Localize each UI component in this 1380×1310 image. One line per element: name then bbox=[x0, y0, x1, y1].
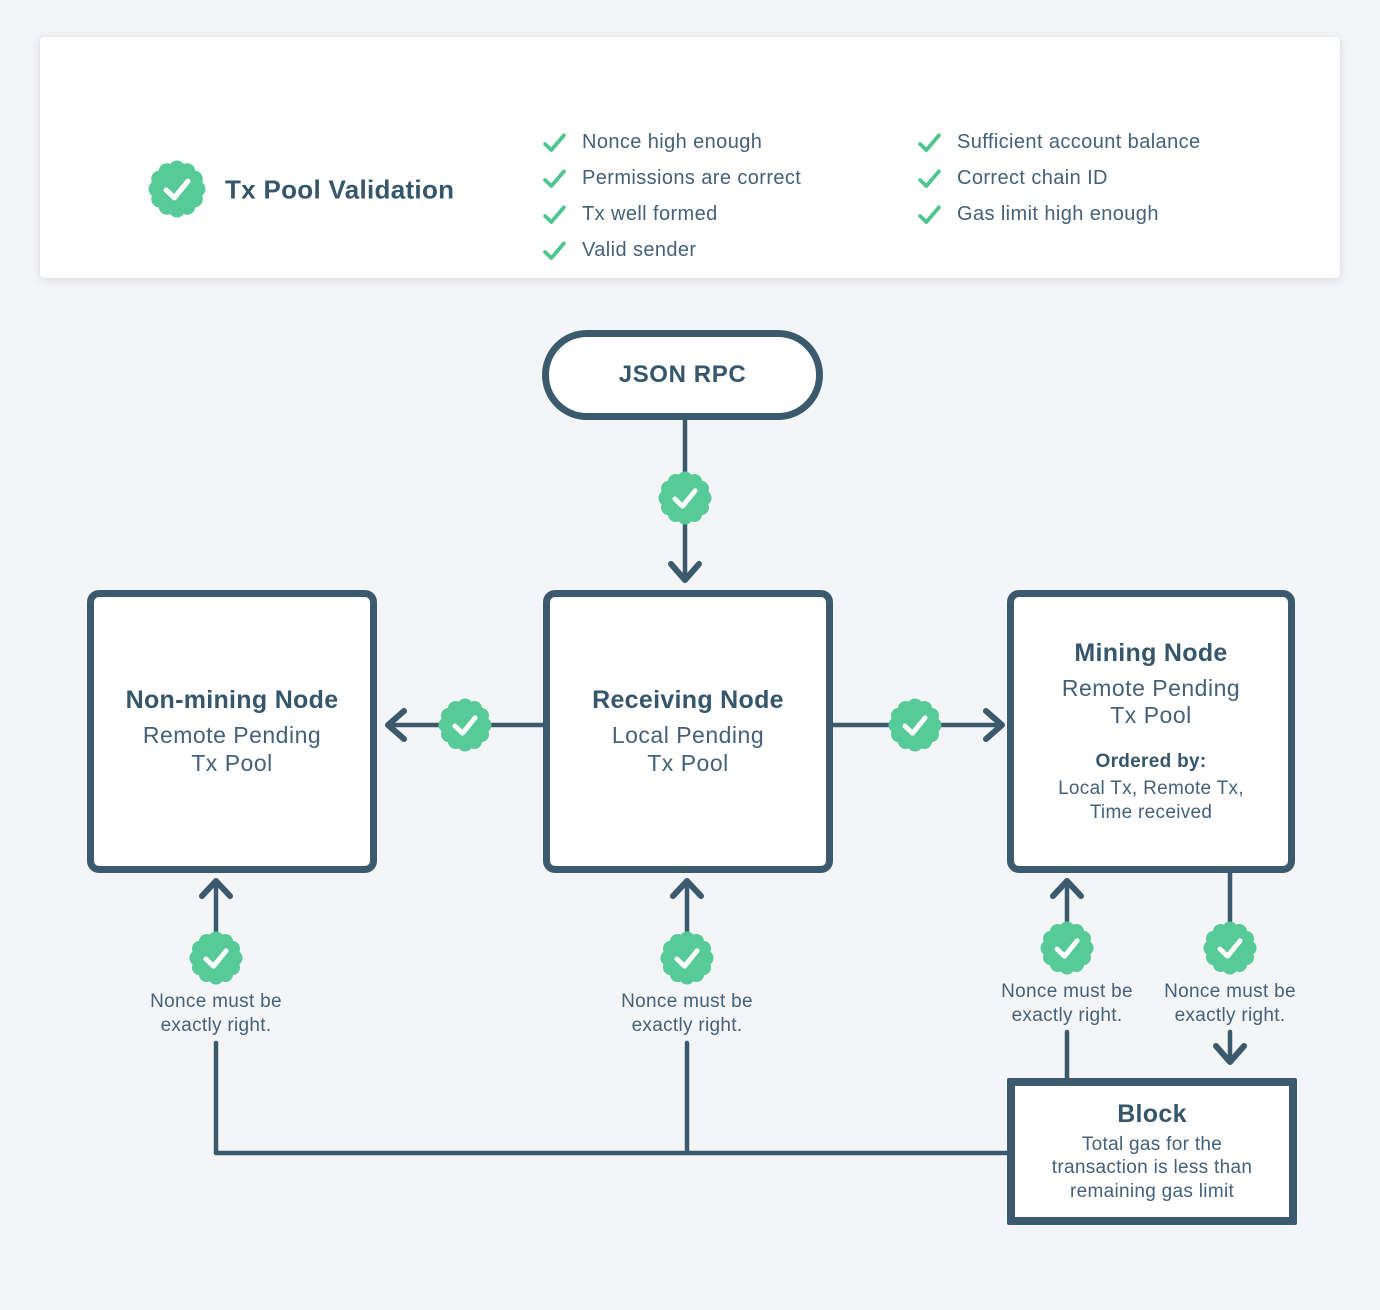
checklist-item-label: Tx well formed bbox=[582, 202, 718, 225]
node-json-rpc: JSON RPC bbox=[542, 330, 823, 420]
node-block-title: Block bbox=[1117, 1100, 1187, 1129]
card-title: Tx Pool Validation bbox=[225, 174, 455, 205]
check-badge-icon bbox=[1040, 921, 1094, 975]
node-block-description: Total gas for the transaction is less th… bbox=[1051, 1134, 1253, 1202]
nonce-note: Nonce must be exactly right. bbox=[1164, 981, 1296, 1026]
node-mining-title: Mining Node bbox=[1074, 638, 1228, 667]
checkmark-icon bbox=[918, 205, 941, 224]
checklist-item-label: Nonce high enough bbox=[582, 130, 763, 153]
check-badge-icon bbox=[148, 160, 206, 218]
node-mining-subtitle: Remote Pending Tx Pool bbox=[1061, 674, 1241, 728]
checklist-item: Gas limit high enough bbox=[918, 196, 1201, 232]
check-badge-icon bbox=[660, 931, 714, 985]
checklist-item-label: Correct chain ID bbox=[957, 166, 1108, 189]
checklist-item-label: Permissions are correct bbox=[582, 166, 802, 189]
checklist-item: Correct chain ID bbox=[918, 160, 1201, 196]
validation-checklist-col1: Nonce high enough Permissions are correc… bbox=[543, 124, 801, 268]
check-badge-icon bbox=[658, 471, 712, 525]
checklist-item: Valid sender bbox=[543, 232, 801, 268]
validation-checklist-col2: Sufficient account balance Correct chain… bbox=[918, 124, 1201, 232]
checkmark-icon bbox=[543, 241, 566, 260]
nonce-note: Nonce must be exactly right. bbox=[1001, 981, 1133, 1026]
checklist-item: Sufficient account balance bbox=[918, 124, 1201, 160]
validation-card: Tx Pool Validation Nonce high enough Per… bbox=[40, 37, 1340, 278]
checklist-item: Nonce high enough bbox=[543, 124, 801, 160]
checkmark-icon bbox=[543, 169, 566, 188]
node-non-mining-title: Non-mining Node bbox=[125, 686, 339, 715]
node-receiving-subtitle: Local Pending Tx Pool bbox=[611, 722, 765, 776]
connector-non-mining-to-bottom-rail bbox=[213, 1040, 1010, 1156]
nonce-note: Nonce must be exactly right. bbox=[150, 991, 282, 1036]
checklist-item-label: Gas limit high enough bbox=[957, 202, 1159, 225]
check-badge-icon bbox=[438, 698, 492, 752]
node-receiving-title: Receiving Node bbox=[592, 686, 784, 715]
checklist-item: Permissions are correct bbox=[543, 160, 801, 196]
check-badge-icon bbox=[888, 698, 942, 752]
connector-up-into-non-mining bbox=[199, 878, 233, 934]
checklist-item-label: Sufficient account balance bbox=[957, 130, 1201, 153]
node-non-mining-subtitle: Remote Pending Tx Pool bbox=[142, 722, 322, 776]
node-non-mining: Non-mining Node Remote Pending Tx Pool bbox=[87, 590, 377, 873]
checklist-item: Tx well formed bbox=[543, 196, 801, 232]
node-mining: Mining Node Remote Pending Tx Pool Order… bbox=[1007, 590, 1295, 873]
node-json-rpc-label: JSON RPC bbox=[618, 361, 747, 388]
nonce-note: Nonce must be exactly right. bbox=[621, 991, 753, 1036]
checkmark-icon bbox=[918, 169, 941, 188]
checkmark-icon bbox=[918, 133, 941, 152]
node-block: Block Total gas for the transaction is l… bbox=[1007, 1078, 1297, 1225]
connector-mining-to-block bbox=[1213, 1029, 1247, 1065]
checklist-item-label: Valid sender bbox=[582, 238, 697, 261]
connector-up-into-mining bbox=[1050, 878, 1084, 924]
checkmark-icon bbox=[543, 133, 566, 152]
node-receiving: Receiving Node Local Pending Tx Pool bbox=[543, 590, 833, 873]
check-badge-icon bbox=[189, 931, 243, 985]
node-mining-ordered-by-label: Ordered by: bbox=[1095, 750, 1207, 772]
check-badge-icon bbox=[1203, 921, 1257, 975]
node-mining-ordered-by-values: Local Tx, Remote Tx, Time received bbox=[1058, 777, 1244, 823]
checkmark-icon bbox=[543, 205, 566, 224]
connector-up-into-receiving bbox=[670, 878, 704, 934]
